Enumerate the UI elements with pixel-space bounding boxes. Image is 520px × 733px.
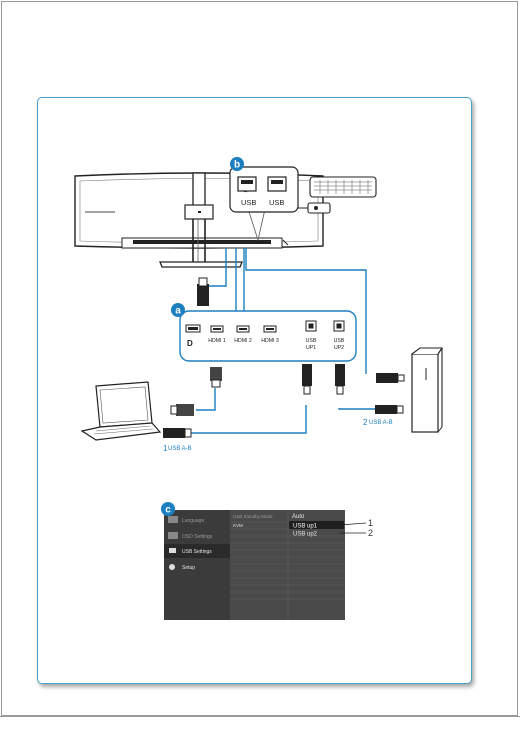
callout-1-text: USB A-B bbox=[168, 446, 192, 452]
osd-option-auto: Auto bbox=[292, 514, 305, 520]
pc-tower-icon bbox=[411, 347, 444, 433]
usb-dongle-icon bbox=[298, 202, 331, 214]
osd-sidebar-usb-settings: USB Settings bbox=[182, 549, 212, 555]
osd-menu: Language OSD Settings USB Settings Setup… bbox=[164, 510, 373, 620]
hdmi3-label: HDMI 3 bbox=[261, 338, 279, 344]
cable-plugs bbox=[163, 277, 405, 438]
osd-sidebar-setup: Setup bbox=[182, 565, 195, 571]
badge-c-label: c bbox=[165, 505, 171, 516]
usb-up2-line1: USB bbox=[334, 338, 345, 344]
badge-a-label: a bbox=[175, 306, 181, 317]
badge-b: b bbox=[230, 157, 244, 171]
osd-middle-kvm: KVM bbox=[233, 523, 243, 528]
osd-option-usb-up2: USB up2 bbox=[293, 532, 318, 538]
badge-b-label: b bbox=[234, 160, 240, 171]
osd-middle-usb-standby: USB Standby Mode bbox=[233, 514, 273, 519]
usb-right-label: USB bbox=[269, 198, 284, 207]
usb-up2-line2: UP2 bbox=[334, 345, 344, 351]
osd-sidebar-language: Language bbox=[182, 518, 204, 524]
callout-1-number: 1 bbox=[163, 444, 168, 453]
usb-up1-line2: UP1 bbox=[306, 345, 316, 351]
osd-pointer-2: 2 bbox=[368, 528, 373, 538]
badge-a: a bbox=[171, 303, 185, 317]
hdmi1-label: HDMI 1 bbox=[208, 338, 226, 344]
hdmi2-label: HDMI 2 bbox=[234, 338, 252, 344]
usb-hub-closeup: ⇋ USB USB bbox=[229, 166, 299, 213]
page-frame bbox=[1, 1, 518, 716]
displayport-icon: D bbox=[187, 339, 193, 348]
page-divider bbox=[0, 716, 520, 717]
osd-option-usb-up1: USB up1 bbox=[293, 524, 318, 530]
callout-2-text: USB A-B bbox=[369, 420, 393, 426]
osd-sidebar-osd-settings: OSD Settings bbox=[182, 534, 213, 540]
usb-up1-line1: USB bbox=[306, 338, 317, 344]
usb-left-label: USB bbox=[241, 198, 256, 207]
osd-pointer-1: 1 bbox=[368, 518, 373, 528]
rear-port-panel: D HDMI 1 HDMI 2 HDMI 3 USB UP1 USB UP2 bbox=[179, 310, 357, 362]
laptop-icon bbox=[80, 381, 162, 441]
callout-2-number: 2 bbox=[363, 418, 368, 427]
badge-c: c bbox=[161, 502, 175, 516]
keyboard-icon bbox=[309, 176, 377, 198]
svg-text:⇋: ⇋ bbox=[244, 189, 248, 194]
